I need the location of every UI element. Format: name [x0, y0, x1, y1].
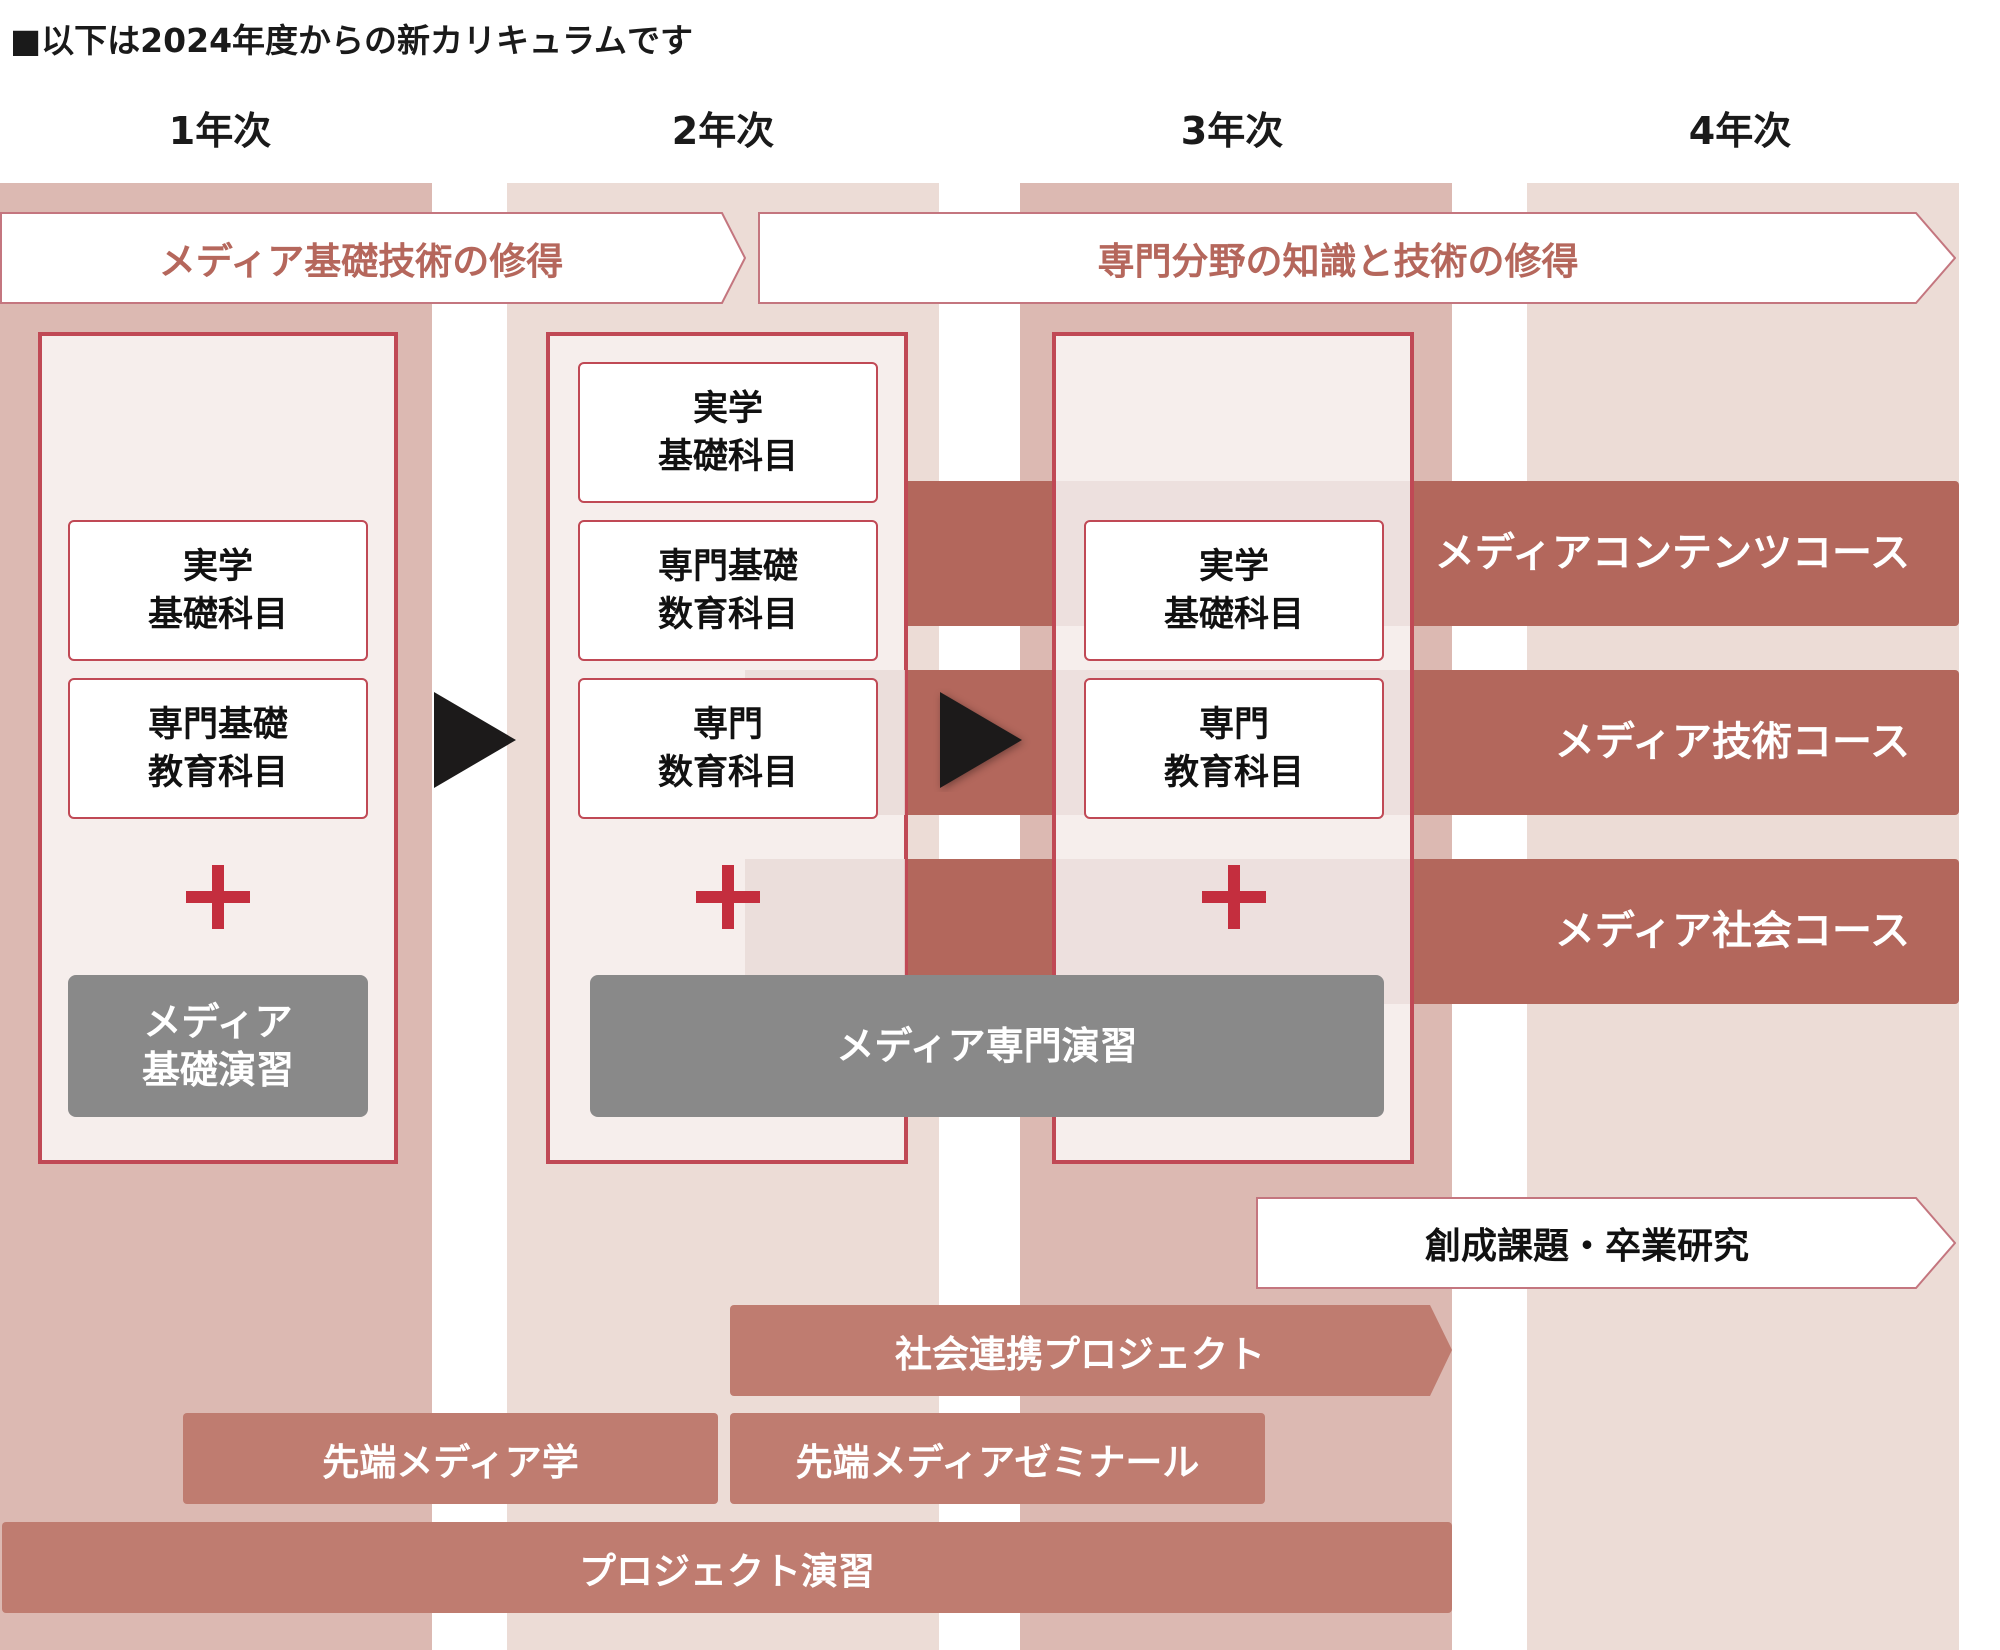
y2-subj-a-line2: 基礎科目 — [657, 436, 798, 477]
y3-specialized-education: 専門 教育科目 — [1084, 678, 1384, 819]
social-project-label: 社会連携プロジェクト — [895, 1332, 1265, 1376]
social-project-arrow-tip — [1429, 1305, 1452, 1396]
graduation-research-arrow: 創成課題・卒業研究 — [1256, 1197, 1916, 1289]
y1-subj-b-line2: 教育科目 — [147, 752, 288, 793]
year-4-header: 4年次 — [1688, 109, 1792, 153]
stage-basic-arrow: メディア基礎技術の修得 — [0, 212, 720, 304]
y2-subj-c-line1: 専門 — [692, 704, 763, 745]
y3-practical-basic-subjects: 実学 基礎科目 — [1084, 520, 1384, 661]
stage-basic-arrow-tip — [718, 212, 746, 304]
y1-subj-b-line1: 専門基礎 — [147, 704, 288, 745]
stage-specialized-label: 専門分野の知識と技術の修得 — [1097, 240, 1579, 283]
stage-specialized-arrow: 専門分野の知識と技術の修得 — [758, 212, 1916, 304]
intro-text: ■以下は2024年度からの新カリキュラムです — [10, 21, 694, 60]
year-2-header: 2年次 — [671, 109, 775, 153]
y1-plus-icon — [186, 865, 250, 929]
stage-basic-label: メディア基礎技術の修得 — [158, 240, 564, 283]
y3-subj-a-line2: 基礎科目 — [1163, 594, 1304, 635]
year-3-header: 3年次 — [1180, 109, 1284, 153]
y2-specialized-education: 専門 数育科目 — [578, 678, 878, 819]
y1-media-basic-seminar: メディア 基礎演習 — [68, 975, 368, 1117]
y1-specialized-basic-education: 専門基礎 教育科目 — [68, 678, 368, 819]
y1-seminar-line2: 基礎演習 — [141, 1048, 294, 1092]
y3-subj-a-line1: 実学 — [1198, 546, 1269, 587]
media-specialized-seminar: メディア専門演習 — [590, 975, 1384, 1117]
social-project-bar: 社会連携プロジェクト — [730, 1305, 1430, 1396]
progress-arrow-1-icon — [434, 692, 516, 788]
course-contents-label: メディアコンテンツコース — [1434, 530, 1910, 576]
y3-subj-b-line2: 教育科目 — [1163, 752, 1304, 793]
y2-specialized-basic-education: 専門基礎 数育科目 — [578, 520, 878, 661]
progress-arrow-2-icon — [940, 692, 1022, 788]
y2-practical-basic-subjects: 実学 基礎科目 — [578, 362, 878, 503]
project-practice-bar: プロジェクト演習 — [2, 1522, 1452, 1613]
stage-specialized-arrow-tip — [1914, 212, 1956, 304]
y1-subj-a-line2: 基礎科目 — [147, 594, 288, 635]
course-tech-label: メディア技術コース — [1554, 719, 1910, 765]
advanced-media-seminar-bar: 先端メディアゼミナール — [730, 1413, 1265, 1504]
y2-subj-b-line1: 専門基礎 — [657, 546, 798, 587]
y2-subj-b-line2: 数育科目 — [657, 594, 798, 635]
graduation-arrow-tip — [1914, 1197, 1956, 1289]
y2-plus-icon — [696, 865, 760, 929]
y1-subj-a-line1: 実学 — [182, 546, 253, 587]
y3-plus-icon — [1202, 865, 1266, 929]
y2-subj-a-line1: 実学 — [692, 388, 763, 429]
course-society-label: メディア社会コース — [1554, 908, 1910, 954]
y1-practical-basic-subjects: 実学 基礎科目 — [68, 520, 368, 661]
y1-seminar-line1: メディア — [143, 1000, 293, 1044]
y3-subj-b-line1: 専門 — [1198, 704, 1269, 745]
year-1-header: 1年次 — [168, 109, 272, 153]
y2-subj-c-line2: 数育科目 — [657, 752, 798, 793]
graduation-research-label: 創成課題・卒業研究 — [1424, 1226, 1749, 1267]
advanced-media-bar: 先端メディア学 — [183, 1413, 718, 1504]
